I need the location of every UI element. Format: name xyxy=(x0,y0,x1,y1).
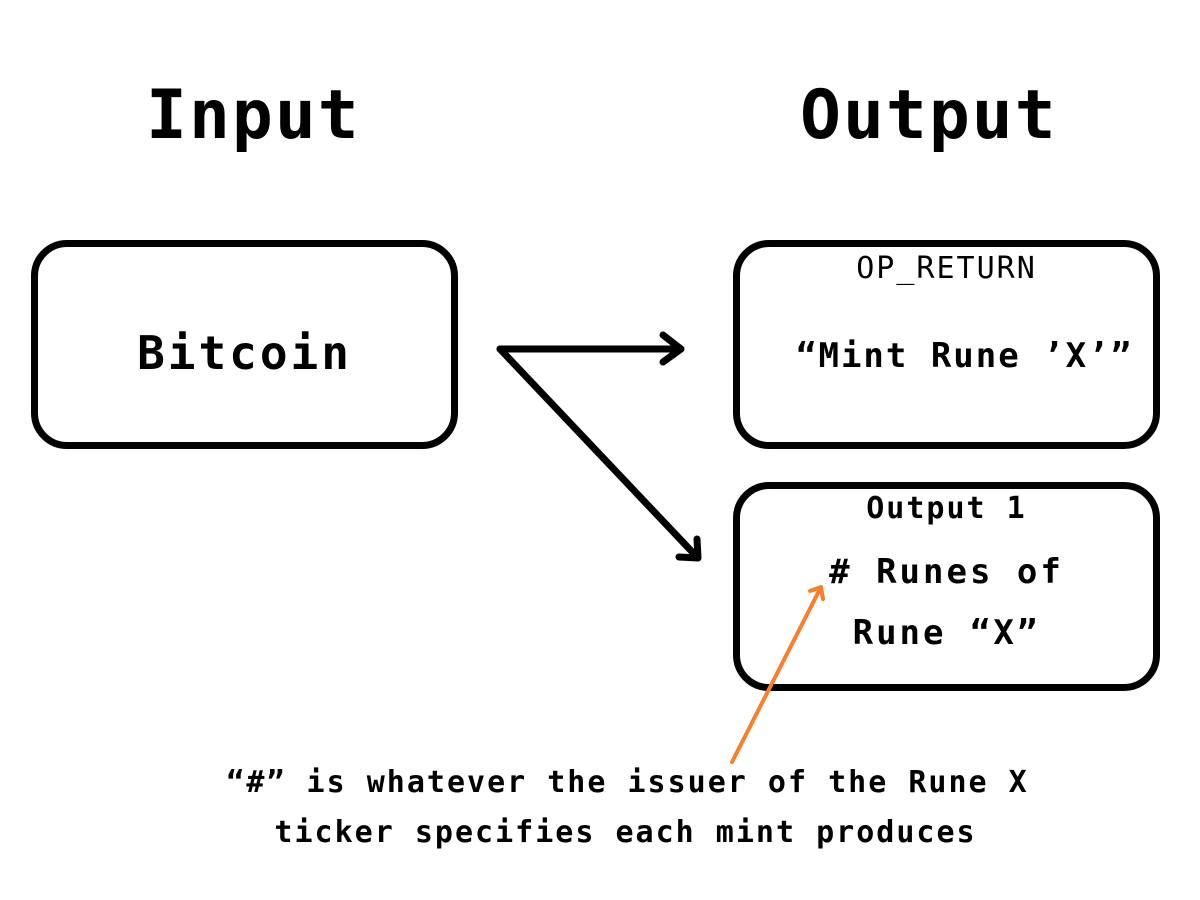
arrow-to-output-1 xyxy=(496,345,702,562)
bitcoin-label: Bitcoin xyxy=(137,326,352,380)
rune-name-text: Rune “X” xyxy=(852,613,1041,653)
annotation-arrow xyxy=(730,585,825,764)
bitcoin-input-box: Bitcoin xyxy=(31,240,458,449)
op-return-output-box: OP_RETURN “Mint Rune ’X’” xyxy=(733,240,1160,449)
op-return-title: OP_RETURN xyxy=(856,251,1037,286)
output-1-title: Output 1 xyxy=(866,491,1027,526)
runes-count-text: # Runes of xyxy=(829,552,1064,592)
annotation-line-1: “#” is whatever the issuer of the Rune X xyxy=(226,765,1029,800)
mint-rune-text: “Mint Rune ’X’” xyxy=(796,336,1134,376)
arrow-to-op-return xyxy=(496,331,685,366)
output-heading: Output xyxy=(800,76,1058,155)
output-1-box: Output 1 # Runes of Rune “X” xyxy=(733,482,1160,691)
input-heading: Input xyxy=(146,76,361,155)
annotation-line-2: ticker specifies each mint produces xyxy=(274,815,977,850)
